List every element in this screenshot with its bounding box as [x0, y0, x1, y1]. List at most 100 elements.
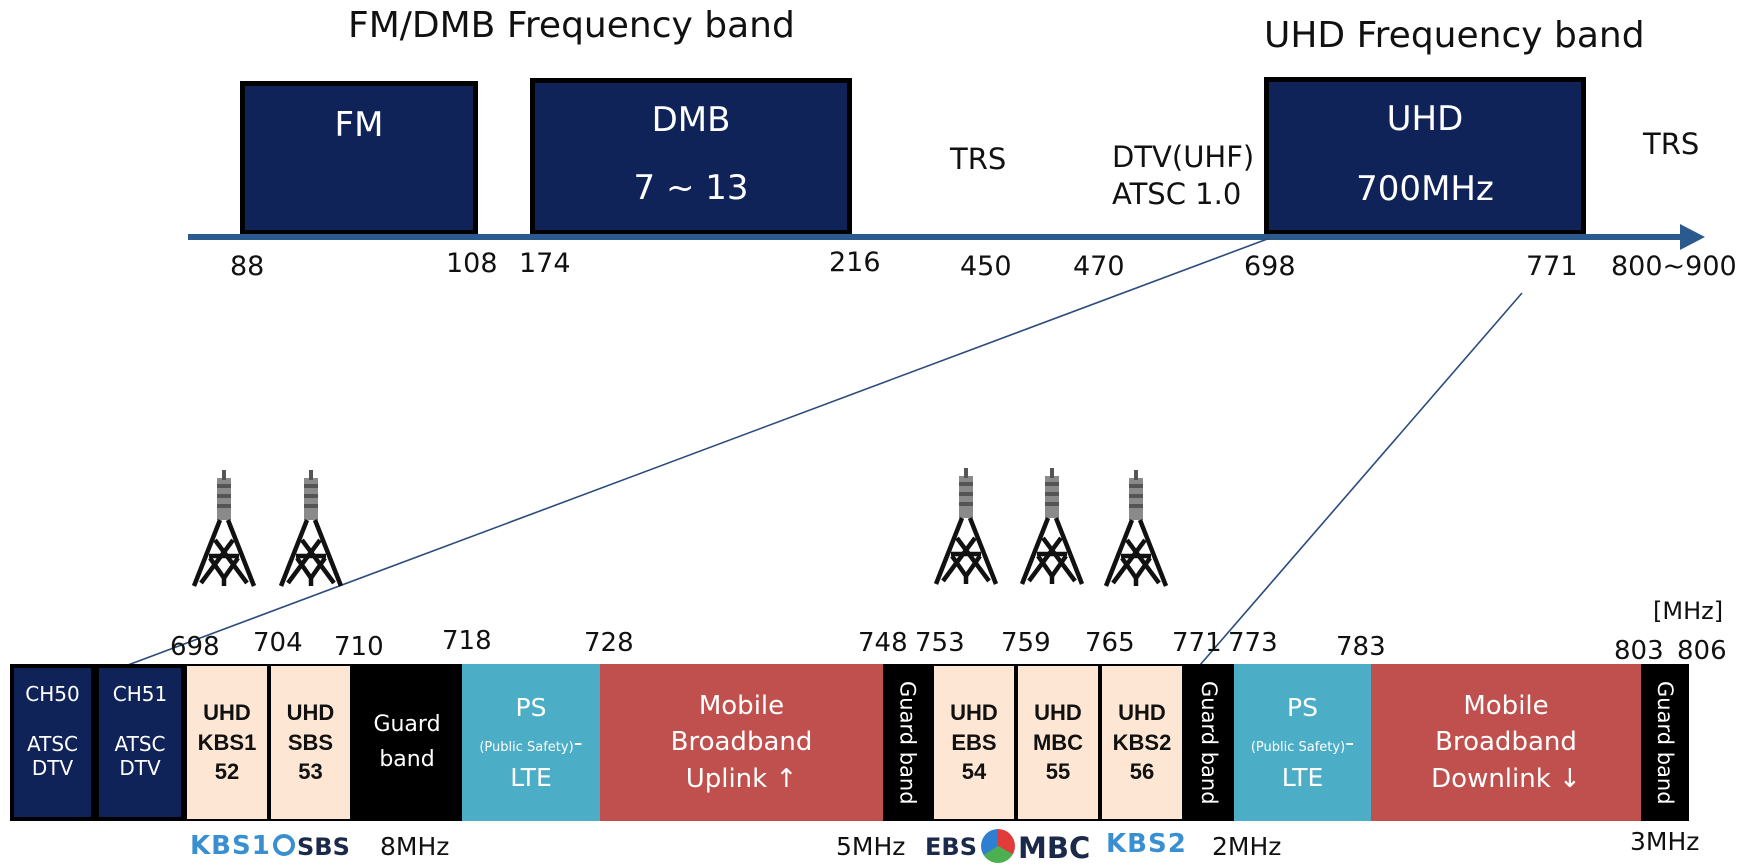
uhd-sbs-block: UHD SBS 53 — [269, 664, 352, 821]
mbc-logo: MBC — [981, 829, 1090, 863]
uhd-mbc-line2: MBC — [1032, 729, 1084, 755]
uhd-sbs-line3: 53 — [298, 759, 323, 785]
axis-label: 108 — [446, 248, 498, 279]
freq-label: 718 — [442, 626, 492, 656]
fm-band-block: FM — [240, 81, 478, 235]
freq-label: 803 — [1614, 636, 1664, 666]
ch50-line2: DTV — [31, 756, 74, 780]
guard-band-1-line2: band — [379, 746, 435, 772]
dmb-label: DMB — [651, 100, 731, 140]
guard-band-3-label: Guard band — [1197, 680, 1221, 805]
dmb-band-block: DMB 7 ~ 13 — [530, 78, 852, 235]
ch50-line1: ATSC — [26, 732, 78, 756]
mobile-downlink-block: Mobile Broadband Downlink ↓ — [1371, 664, 1641, 821]
guard-band-1: Guard band — [352, 664, 462, 821]
mobile-uplink-line2: Broadband — [670, 727, 813, 758]
tower-icon-kbs1 — [194, 470, 254, 586]
guard-width-2mhz: 2MHz — [1212, 832, 1282, 861]
freq-label: 783 — [1336, 632, 1386, 662]
guard-width-3mhz: 3MHz — [1630, 827, 1700, 856]
tower-icon-ebs — [936, 468, 996, 584]
ch50-name: CH50 — [25, 682, 80, 706]
freq-label: 704 — [253, 628, 303, 658]
uhd-kbs2-line1: UHD — [1118, 699, 1166, 725]
tower-icon-kbs2 — [1106, 470, 1166, 586]
sbs-logo: SBS — [273, 834, 350, 859]
axis-label: 174 — [519, 248, 571, 279]
ch50-block: CH50 ATSC DTV — [10, 664, 95, 821]
freq-label: 698 — [170, 632, 220, 662]
ps-lte-2-line2: (Public Safety)- — [1251, 725, 1354, 760]
freq-label: 771 — [1172, 628, 1222, 658]
guard-width-5mhz: 5MHz — [836, 832, 906, 861]
mobile-downlink-line3: Downlink ↓ — [1431, 763, 1581, 794]
ch51-block: CH51 ATSC DTV — [95, 664, 185, 821]
mobile-uplink-line1: Mobile — [698, 690, 785, 721]
uhd-kbs2-line3: 56 — [1129, 759, 1155, 785]
uhd-sbs-line1: UHD — [286, 699, 335, 725]
uhd-kbs2-line2: KBS2 — [1112, 729, 1172, 755]
uhd-ebs-line1: UHD — [950, 699, 998, 725]
axis-label: 698 — [1244, 251, 1296, 282]
freq-label: 759 — [1001, 628, 1051, 658]
ch51-name: CH51 — [112, 682, 168, 706]
ps-lte-2-line3: LTE — [1281, 763, 1324, 792]
mobile-downlink-line1: Mobile — [1463, 690, 1549, 721]
fm-dmb-title: FM/DMB Frequency band — [348, 5, 795, 46]
guard-band-3: Guard band — [1184, 664, 1234, 821]
uhd-kbs1-line1: UHD — [203, 699, 251, 725]
uhd-title: UHD Frequency band — [1264, 15, 1645, 56]
tower-icon-sbs — [281, 470, 341, 586]
unit-label: [MHz] — [1653, 597, 1724, 625]
kbs2-logo: KBS2 — [1106, 829, 1187, 859]
guard-band-1-line1: Guard — [373, 712, 441, 738]
kbs1-logo: KBS1 — [190, 831, 271, 861]
zoom-line-right — [1199, 292, 1523, 666]
axis-label: 470 — [1073, 251, 1125, 282]
ps-lte-2-line1: PS — [1287, 693, 1318, 722]
uhd-kbs1-block: UHD KBS1 52 — [185, 664, 269, 821]
ch51-line2: DTV — [119, 756, 161, 780]
guard-band-4: Guard band — [1641, 664, 1689, 821]
ebs-logo: EBS — [925, 833, 977, 861]
trs-mid-label: TRS — [950, 142, 1007, 176]
mbc-logo-text: MBC — [1018, 831, 1091, 865]
ch51-line1: ATSC — [114, 732, 166, 756]
uhd-ebs-line2: EBS — [951, 729, 997, 755]
guard-band-4-label: Guard band — [1653, 680, 1677, 805]
axis-arrowhead — [1680, 224, 1705, 250]
freq-label: 728 — [584, 628, 634, 658]
freq-label: 753 — [915, 628, 965, 658]
mobile-uplink-block: Mobile Broadband Uplink ↑ — [600, 664, 883, 821]
freq-label: 710 — [334, 632, 384, 662]
atsc-label: ATSC 1.0 — [1112, 177, 1242, 211]
uhd-mbc-line1: UHD — [1034, 699, 1082, 725]
axis-label: 800~900 — [1611, 251, 1737, 282]
ps-lte-block-1: PS (Public Safety)- LTE — [462, 664, 600, 821]
trs-right-label: TRS — [1643, 127, 1700, 161]
dtv-uhf-label: DTV(UHF) — [1112, 140, 1255, 174]
ps-lte-2-dash: - — [1345, 728, 1355, 757]
uhd-ebs-line3: 54 — [961, 759, 987, 785]
uhd-kbs1-line3: 52 — [214, 759, 240, 785]
axis-label: 216 — [829, 247, 881, 278]
ps-lte-1-small: (Public Safety) — [479, 740, 574, 755]
ps-lte-1-dash: - — [573, 728, 583, 757]
uhd-kbs2-block: UHD KBS2 56 — [1100, 664, 1184, 821]
axis-label: 88 — [230, 251, 265, 282]
freq-label: 806 — [1677, 636, 1727, 666]
uhd-mbc-block: UHD MBC 55 — [1016, 664, 1100, 821]
mbc-logo-icon — [981, 829, 1015, 863]
freq-label: 773 — [1228, 628, 1278, 658]
uhd-ebs-block: UHD EBS 54 — [932, 664, 1016, 821]
tower-icon-mbc — [1022, 468, 1082, 584]
uhd-frequency: 700MHz — [1356, 169, 1494, 209]
uhd-sbs-line2: SBS — [287, 729, 334, 755]
uhd-band-block: UHD 700MHz — [1264, 77, 1586, 235]
freq-label: 748 — [858, 628, 908, 658]
zoom-line-left — [127, 237, 1271, 666]
guard-band-2-label: Guard band — [895, 680, 920, 805]
sbs-logo-text: SBS — [297, 833, 350, 861]
ps-lte-1-line2: (Public Safety)- — [479, 725, 582, 760]
